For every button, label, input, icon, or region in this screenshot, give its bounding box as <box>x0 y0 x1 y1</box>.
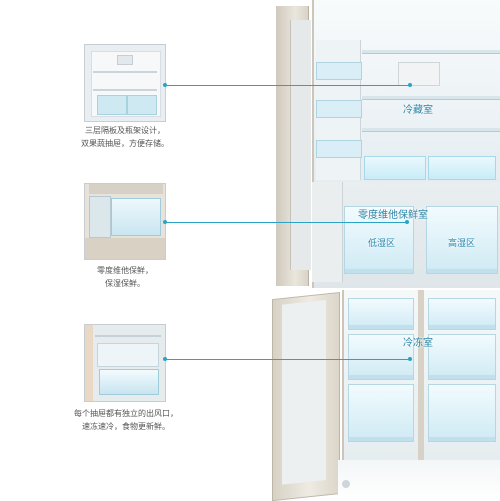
caption-line: 保湿保鲜。 <box>105 279 145 288</box>
feature-caption-shelves: 三层隔板及瓶架设计， 双果蔬抽屉，方便存储。 <box>70 124 180 150</box>
fridge-left-door-inner <box>290 20 311 270</box>
connector-dot <box>163 357 167 361</box>
connector-dot <box>408 357 412 361</box>
low-humidity-drawer[interactable] <box>344 206 414 274</box>
connector-line <box>165 85 410 86</box>
connector-line <box>165 222 407 223</box>
zone-label-zero-degree: 零度维他保鲜室 <box>358 210 428 221</box>
connector-dot <box>163 83 167 87</box>
zone-label-fridge: 冷藏室 <box>403 105 433 116</box>
feature-caption-zero-degree: 零度维他保鲜， 保湿保鲜。 <box>70 264 180 290</box>
caption-line: 每个抽屉都有独立的出风口， <box>74 409 178 418</box>
connector-dot <box>408 83 412 87</box>
feature-caption-freezer: 每个抽屉都有独立的出风口， 速冻速冷，食物更新鲜。 <box>66 407 186 433</box>
zero-degree-drawer-thumbnail <box>84 183 166 260</box>
caption-line: 双果蔬抽屉，方便存储。 <box>81 139 169 148</box>
freezer-drawer-thumbnail <box>84 324 166 402</box>
fridge-shelf-thumbnail <box>84 44 166 122</box>
connector-dot <box>405 220 409 224</box>
zone-label-high-humidity: 高湿区 <box>448 239 476 249</box>
caption-line: 零度维他保鲜， <box>97 266 153 275</box>
refrigerator <box>268 0 500 501</box>
connector-dot <box>163 220 167 224</box>
high-humidity-drawer[interactable] <box>426 206 498 274</box>
connector-line <box>165 359 410 360</box>
zone-label-freezer: 冷冻室 <box>403 338 433 349</box>
caption-line: 三层隔板及瓶架设计， <box>85 126 165 135</box>
zone-label-low-humidity: 低湿区 <box>368 239 396 249</box>
caption-line: 速冻速冷，食物更新鲜。 <box>82 422 170 431</box>
